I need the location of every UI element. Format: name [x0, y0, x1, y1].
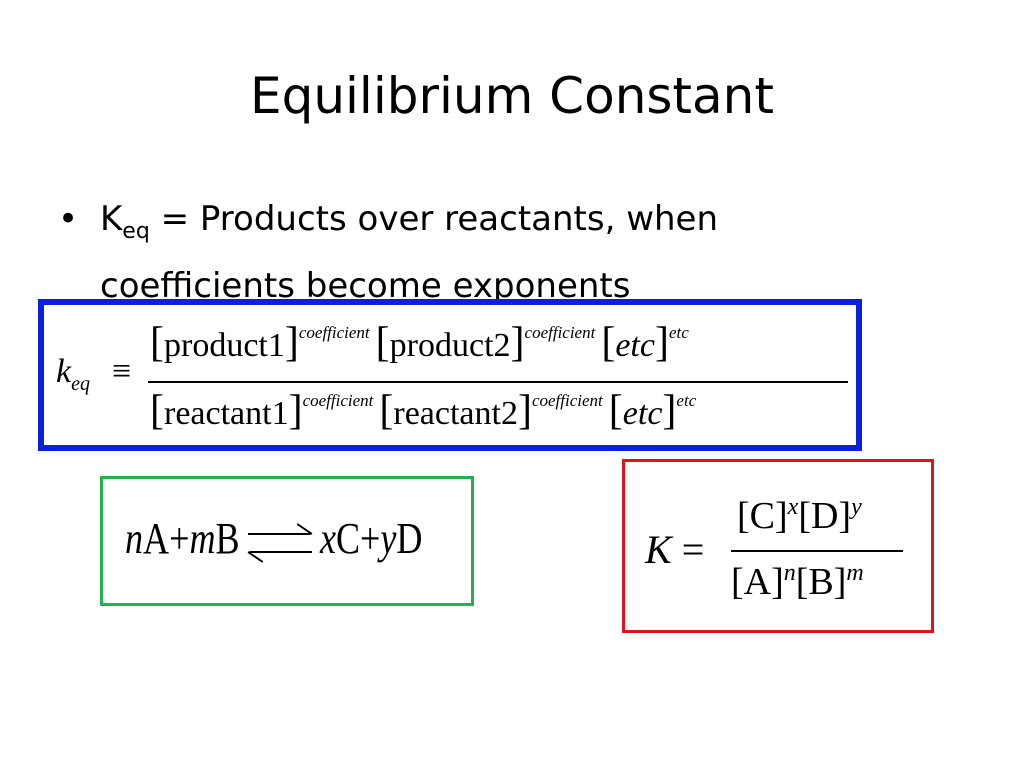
denominator-term-3: [etc]etc — [608, 388, 697, 434]
denominator-term-1: [reactant1]coefficient — [150, 388, 374, 434]
specific-k-formula-box: K = [C]x[D]y [A]n[B]m — [622, 459, 934, 633]
numerator-term-2: [product2]coefficient — [375, 320, 596, 366]
keq-subscript: eq — [122, 219, 150, 244]
slide-title: Equilibrium Constant — [250, 67, 774, 125]
reaction-equation: nA+mB xC+yD — [125, 513, 422, 568]
bullet-dot: • — [58, 199, 79, 239]
numerator-term-3: [etc]etc — [601, 320, 689, 366]
equivalence-sign: ≡ — [112, 353, 132, 390]
k-fraction-bar — [731, 550, 903, 552]
bullet-text: Keq = Products over reactants, when coef… — [100, 192, 920, 313]
equilibrium-arrows-icon — [247, 523, 313, 563]
k-numerator: [C]x[D]y — [737, 494, 862, 537]
denominator-term-2: [reactant2]coefficient — [379, 388, 603, 434]
general-equilibrium-formula-box: keq ≡ [product1]coefficient[product2]coe… — [38, 299, 862, 451]
keq-letter: K — [100, 199, 123, 239]
bullet-sentence: = Products over reactants, when coeffici… — [100, 199, 719, 306]
fraction-bar — [148, 381, 848, 383]
denominator: [reactant1]coefficient[reactant2]coeffic… — [150, 387, 702, 435]
keq-symbol: keq — [56, 353, 90, 395]
reaction-equation-box: nA+mB xC+yD — [100, 476, 474, 606]
numerator-term-1: [product1]coefficient — [150, 320, 370, 366]
k-denominator: [A]n[B]m — [731, 560, 864, 603]
numerator: [product1]coefficient[product2]coefficie… — [150, 319, 695, 367]
k-symbol: K = — [645, 527, 705, 572]
